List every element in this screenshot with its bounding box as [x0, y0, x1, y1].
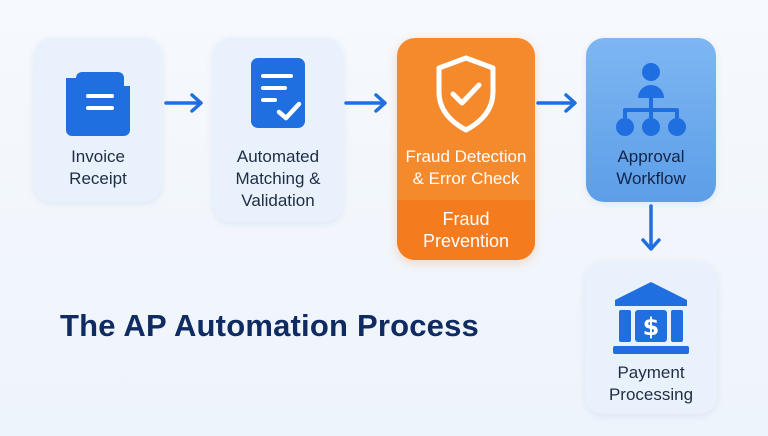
approval-workflow-label: Approval Workflow — [616, 147, 686, 188]
matching-validation-step: Automated Matching & Validation — [213, 38, 343, 222]
arrow-icon — [641, 204, 661, 251]
org-chart-icon — [616, 63, 686, 136]
invoice-receipt-step: Invoice Receipt — [34, 38, 162, 202]
document-icon — [66, 72, 130, 136]
arrow-icon — [536, 93, 577, 113]
page-title: The AP Automation Process — [60, 308, 479, 343]
shield-check-icon — [436, 55, 496, 133]
payment-processing-step: $ Payment Processing — [585, 262, 717, 414]
checklist-icon — [251, 58, 305, 128]
bank-dollar-icon: $ — [613, 282, 689, 354]
fraud-detection-label: Fraud Detection & Error Check — [405, 147, 527, 188]
payment-processing-label: Payment Processing — [608, 363, 694, 404]
fraud-prevention-band — [397, 200, 535, 260]
fraud-prevention-label: Fraud Prevention — [422, 209, 510, 251]
matching-validation-label: Automated Matching & Validation — [235, 147, 321, 210]
arrow-icon — [164, 93, 203, 113]
svg-text:$: $ — [643, 313, 660, 341]
arrow-icon — [344, 93, 387, 113]
fraud-detection-step: Fraud Detection & Error Check Fraud Prev… — [397, 38, 535, 260]
invoice-receipt-label: Invoice Receipt — [69, 147, 127, 188]
approval-workflow-step: Approval Workflow — [586, 38, 716, 202]
